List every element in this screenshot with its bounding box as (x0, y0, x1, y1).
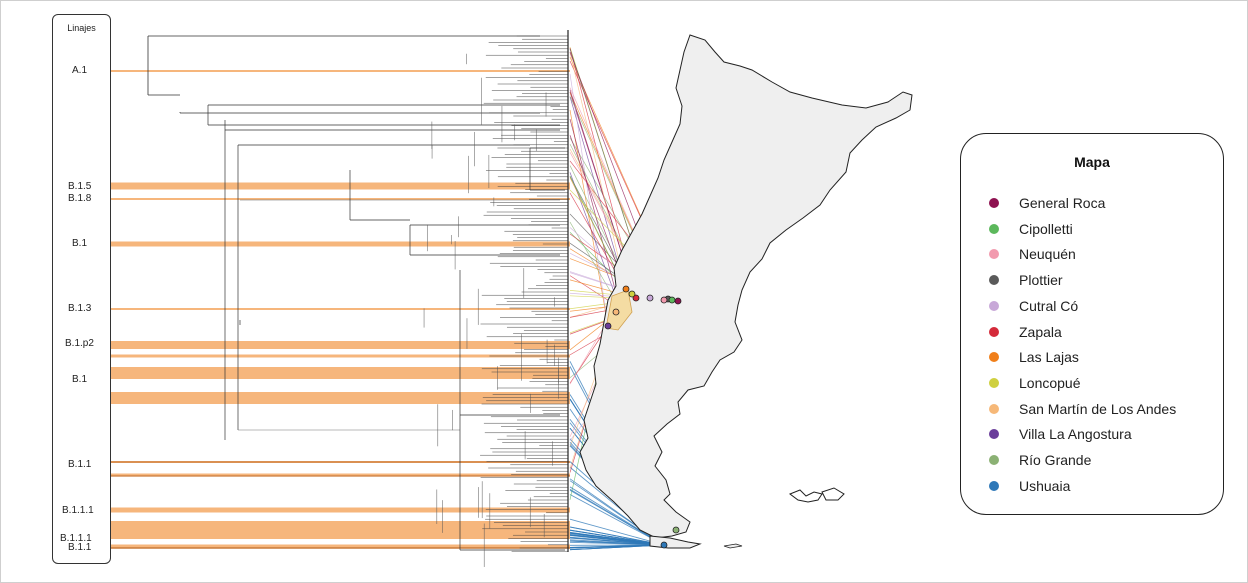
lineage-label: B.1.1.1 (62, 505, 94, 516)
lineage-label: B.1 (72, 374, 88, 385)
location-point (612, 308, 620, 316)
legend-label: Cipolletti (1019, 220, 1073, 237)
legend-item: Río Grande (989, 451, 1091, 469)
legend-item: Cipolletti (989, 220, 1073, 238)
link-line (569, 518, 665, 546)
lineages-title: Linajes (67, 23, 96, 33)
legend-label: Neuquén (1019, 246, 1076, 263)
location-point (668, 296, 676, 304)
location-point (604, 322, 612, 330)
link-line (569, 109, 609, 327)
lineage-band (110, 198, 570, 200)
lineage-band (110, 308, 570, 310)
link-line (569, 494, 665, 546)
legend-item: Las Lajas (989, 348, 1079, 366)
tierra-del-fuego (649, 535, 702, 549)
lineages-panel: Linajes (52, 14, 111, 564)
legend-color-dot (989, 480, 999, 491)
location-point (632, 294, 640, 302)
link-line (569, 96, 627, 291)
legend-title: Mapa (1074, 154, 1110, 170)
lineage-label: B.1.1.1 (60, 533, 92, 544)
lineage-label: B.1.1 (68, 542, 92, 553)
legend-label: General Roca (1019, 195, 1106, 211)
legend-label: Ushuaia (1019, 477, 1071, 494)
legend-color-dot (989, 300, 999, 311)
malvinas-east (821, 487, 845, 501)
lineage-label: B.1 (72, 238, 88, 249)
link-line (569, 489, 665, 546)
legend-label: Loncopué (1019, 374, 1081, 391)
lineage-label: B.1.5 (68, 181, 92, 192)
location-point (628, 290, 636, 298)
legend-item: Zapala (989, 323, 1062, 341)
phylogenetic-tree (102, 30, 569, 567)
location-point (672, 526, 680, 534)
legend-color-dot (989, 198, 999, 208)
legend-color-dot (989, 223, 999, 234)
lineage-band (110, 507, 570, 513)
lineage-band (110, 544, 570, 548)
location-point (660, 296, 668, 304)
legend-item: General Roca (989, 194, 1105, 212)
lineage-highlight-bands (110, 70, 570, 549)
legend-color-dot (989, 275, 999, 286)
lineage-band (110, 70, 570, 72)
legend-item: Loncopué (989, 374, 1081, 392)
legend-label: Las Lajas (1019, 349, 1079, 366)
link-line (569, 537, 665, 546)
malvinas-west (788, 489, 823, 503)
legend-label: Cutral Có (1019, 297, 1079, 314)
legend-label: Río Grande (1019, 452, 1092, 468)
legend-item: Neuquén (989, 245, 1076, 263)
legend-label: Villa La Angostura (1019, 426, 1132, 443)
legend-color-dot (989, 352, 999, 363)
legend-color-dot (989, 455, 999, 465)
lineage-band (110, 521, 570, 539)
link-line (569, 52, 627, 291)
location-point (674, 297, 682, 305)
legend-item: Plottier (989, 271, 1063, 289)
location-point (660, 541, 668, 549)
link-line (569, 544, 665, 549)
legend-color-dot (989, 429, 999, 440)
legend-item: Cutral Có (989, 297, 1078, 315)
lineage-label: B.1.1 (68, 459, 92, 470)
location-point (646, 294, 654, 302)
legend-item: San Martín de Los Andes (989, 400, 1176, 418)
link-line (569, 540, 665, 546)
lineage-band (110, 341, 570, 349)
link-line (569, 526, 665, 546)
lineage-label: B.1.p2 (65, 338, 94, 349)
legend-label: San Martín de Los Andes (1019, 400, 1177, 417)
lineage-label: B.1.3 (68, 303, 92, 314)
legend-color-dot (989, 249, 999, 260)
argentina-outline (579, 34, 913, 539)
lineage-band (110, 182, 570, 190)
lineage-label: B.1.8 (68, 193, 92, 204)
legend-color-dot (989, 377, 999, 388)
link-line (569, 486, 665, 546)
legend-label: Zapala (1019, 323, 1062, 340)
legend-color-dot (989, 403, 999, 414)
legend-color-dot (989, 326, 999, 337)
link-line (569, 73, 609, 327)
lineage-band (110, 241, 570, 247)
legend-label: Plottier (1019, 272, 1063, 289)
lineage-band (110, 392, 570, 404)
legend-item: Ushuaia (989, 477, 1070, 495)
map-location-points (604, 285, 682, 549)
lineage-band (110, 473, 570, 477)
isla-estados (723, 543, 743, 549)
lineage-band (110, 354, 570, 358)
link-line (569, 118, 621, 309)
location-point (622, 285, 630, 293)
legend-item: Villa La Angostura (989, 425, 1132, 443)
lineage-label: A.1 (72, 65, 88, 76)
